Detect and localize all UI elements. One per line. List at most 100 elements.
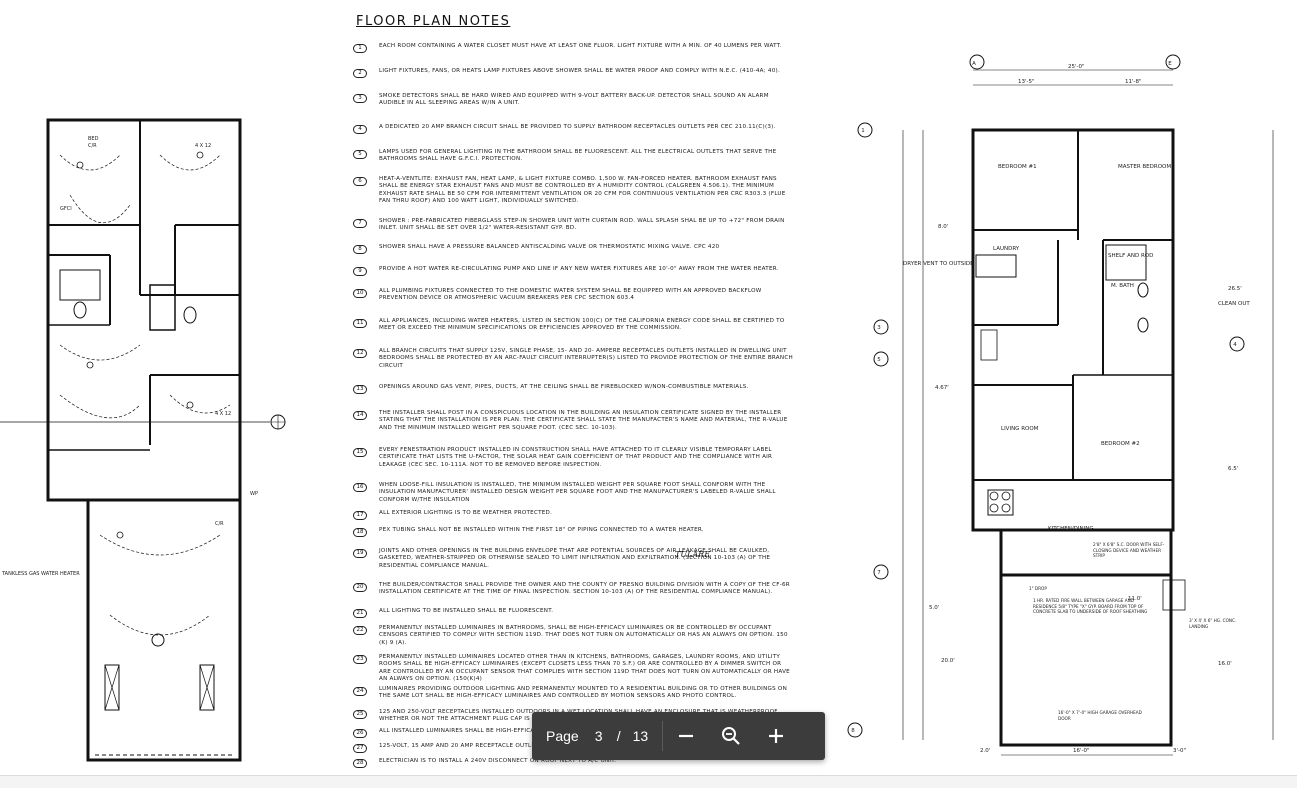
note-number: 9 [353,267,367,276]
garage-door-note: 16'-0" X 7'-0" HIGH GARAGE OVERHEAD DOOR [1058,710,1142,721]
dim-3-0: 3'-0" [1173,748,1186,754]
note-text: PERMANENTLY INSTALLED LUMINAIRES LOCATED… [379,654,790,683]
note-number: 13 [353,385,367,394]
note-number: 17 [353,511,367,520]
note-number: 10 [353,289,367,298]
note-number: 3 [353,94,367,103]
note-item: 4 A DEDICATED 20 AMP BRANCH CIRCUIT SHALL… [353,124,793,134]
room-bedroom-2: BEDROOM #2 [1101,441,1140,447]
left-label-bed: BED [88,136,99,142]
note-text: A DEDICATED 20 AMP BRANCH CIRCUIT SHALL … [379,124,776,130]
note-number: 12 [353,349,367,358]
note-number: 16 [353,483,367,492]
note-number: 18 [353,528,367,537]
zoom-out-button[interactable] [663,712,708,760]
page-label: Page [546,728,579,744]
grid-1: 1 [861,128,865,134]
note-item: 7 SHOWER : PRE-FABRICATED FIBERGLASS STEP… [353,218,793,233]
note-item: 12 ALL BRANCH CIRCUITS THAT SUPPLY 125V, … [353,348,793,370]
note-number: 8 [353,245,367,254]
left-label-wp: WP [250,491,258,497]
page-separator: / [616,728,621,744]
note-text: EVERY FENESTRATION PRODUCT INSTALLED IN … [379,447,773,468]
note-number: 19 [353,549,367,558]
dim-20-0: 20.0' [941,658,955,664]
grid-e: E [1168,61,1172,67]
left-label-4x12-b: 4 X 12 [215,411,231,417]
dim-6-5: 6.5' [1228,466,1238,472]
note-number: 23 [353,655,367,664]
grid-7: 7 [877,570,881,576]
entry-door-note: 2'8" X 6'8" S.C. DOOR WITH SELF-CLOSING … [1093,542,1165,558]
note-text: PROVIDE A HOT WATER RE-CIRCULATING PUMP … [379,266,779,272]
note-item: 17 ALL EXTERIOR LIGHTING IS TO BE WEATHER… [353,510,793,520]
viewer-bottom-strip [0,775,1297,788]
garage-fire-wall-note: 1 HR. RATED FIRE WALL BETWEEN GARAGE AND… [1033,598,1148,614]
note-text: PEX TUBING SHALL NOT BE INSTALLED WITHIN… [379,527,704,533]
total-pages: 13 [632,728,649,744]
note-item: 21 ALL LIGHTING TO BE INSTALLED SHALL BE … [353,608,793,618]
current-page-input[interactable]: 3 [594,728,603,744]
note-number: 11 [353,319,367,328]
magnifier-minus-icon [721,727,740,745]
toolbar-divider [662,721,664,751]
dim-total-width: 25'-0" [1068,64,1085,70]
note-text: ELECTRICIAN IS TO INSTALL A 240V DISCONN… [379,758,617,764]
note-text: SHOWER : PRE-FABRICATED FIBERGLASS STEP-… [379,218,785,232]
minus-icon [678,734,693,738]
note-number: 5 [353,150,367,159]
zoom-reset-button[interactable] [708,712,753,760]
note-item: 15 EVERY FENESTRATION PRODUCT INSTALLED I… [353,447,793,469]
dim-11-0: 11.0' [1128,596,1142,602]
note-item: 3 SMOKE DETECTORS SHALL BE HARD WIRED AND… [353,93,793,108]
note-number: 26 [353,729,367,738]
page-indicator: Page 3 / 13 [532,712,662,760]
note-item: 19 JOINTS AND OTHER OPENINGS IN THE BUILD… [353,548,793,570]
label-dryer-vent: DRYER VENT TO OUTSIDE [903,261,974,267]
note-text: ALL LIGHTING TO BE INSTALLED SHALL BE FL… [379,608,554,614]
note-number: 7 [353,219,367,228]
note-text: ALL BRANCH CIRCUITS THAT SUPPLY 125V, SI… [379,348,793,369]
drop-note: 1" DROP [1029,586,1047,591]
note-text: ALL EXTERIOR LIGHTING IS TO BE WEATHER P… [379,510,553,516]
left-label-water-heater: TANKLESS GAS WATER HEATER [1,571,80,577]
note-number: 24 [353,687,367,696]
note-text: THE INSTALLER SHALL POST IN A CONSPICUOU… [379,410,788,431]
floor-plan-drawing: A E 1 3 4 5 7 8 BEDROOM #1 MASTER BEDROO… [847,54,1274,756]
grid-4: 4 [1233,342,1237,348]
room-master-bedroom: MASTER BEDROOM [1118,164,1171,170]
dim-26-5: 26.5' [1228,286,1242,292]
dim-16-0: 16.0' [1218,661,1232,667]
note-number: 22 [353,626,367,635]
room-m-bath: M. BATH [1111,283,1134,289]
handwritten-county: TULARE [675,550,711,559]
note-number: 27 [353,744,367,753]
dim-2-0: 2.0' [980,748,990,754]
label-clean-out: CLEAN OUT [1218,301,1250,307]
note-text: SMOKE DETECTORS SHALL BE HARD WIRED AND … [379,93,769,107]
zoom-in-button[interactable] [753,712,798,760]
note-number: 21 [353,609,367,618]
note-number: 15 [353,448,367,457]
note-text: ALL PLUMBING FIXTURES CONNECTED TO THE D… [379,288,762,302]
left-label-cr: C/R [88,143,97,149]
note-text: JOINTS AND OTHER OPENINGS IN THE BUILDIN… [379,548,771,569]
note-text: THE BUILDER/CONTRACTOR SHALL PROVIDE THE… [379,582,790,596]
room-kitchen-dining: KITCHEN/DINING [1048,526,1094,532]
note-text: OPENINGS AROUND GAS VENT, PIPES, DUCTS, … [379,384,749,390]
note-number: 4 [353,125,367,134]
page-toolbar: Page 3 / 13 [532,712,825,760]
note-item: 18 PEX TUBING SHALL NOT BE INSTALLED WITH… [353,527,793,537]
note-number: 25 [353,710,367,719]
note-number: 1 [353,44,367,53]
